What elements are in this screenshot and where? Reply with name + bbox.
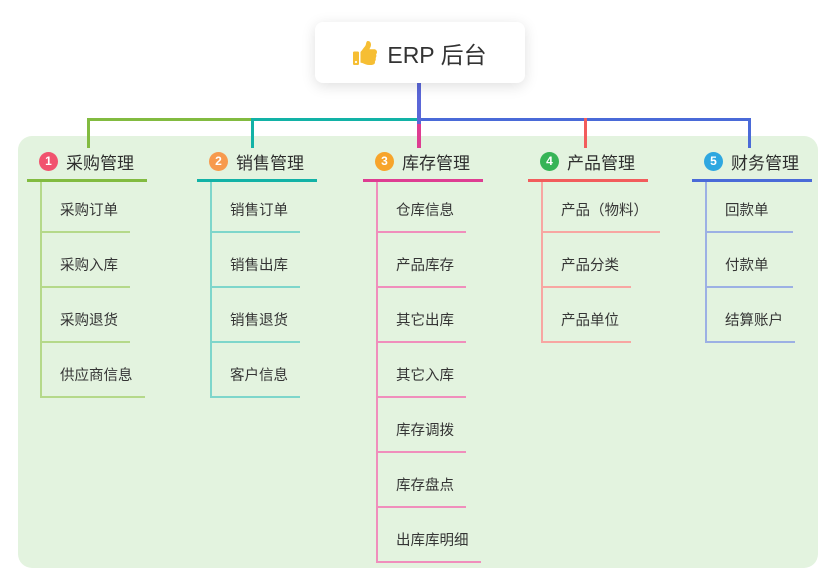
child-label: 客户信息 <box>230 368 288 384</box>
connector-drop-product <box>584 118 587 148</box>
child-node[interactable]: 销售出库 <box>212 233 300 288</box>
branch-inventory-children: 仓库信息 产品库存 其它出库 其它入库 库存调拨 库存盘点 出库库明细 <box>376 182 483 563</box>
branch-number-badge: 3 <box>375 152 394 171</box>
branch-product-children: 产品（物料） 产品分类 产品单位 <box>541 182 660 343</box>
branch-product-node[interactable]: 4 产品管理 <box>528 147 648 182</box>
child-node[interactable]: 销售退货 <box>212 288 300 343</box>
branch-procurement: 1 采购管理 采购订单 采购入库 采购退货 供应商信息 <box>27 147 147 398</box>
child-node[interactable]: 仓库信息 <box>378 182 466 233</box>
branch-title: 财务管理 <box>731 154 799 173</box>
connector-drop-finance <box>748 118 751 148</box>
child-node[interactable]: 其它出库 <box>378 288 466 343</box>
branch-sales: 2 销售管理 销售订单 销售出库 销售退货 客户信息 <box>197 147 317 398</box>
branch-inventory-node[interactable]: 3 库存管理 <box>363 147 483 182</box>
child-node[interactable]: 出库库明细 <box>378 508 481 563</box>
child-node[interactable]: 采购入库 <box>42 233 130 288</box>
branch-finance-children: 回款单 付款单 结算账户 <box>705 182 812 343</box>
child-label: 其它入库 <box>396 368 454 384</box>
branch-title: 库存管理 <box>402 154 470 173</box>
child-label: 销售退货 <box>230 313 288 329</box>
child-node[interactable]: 其它入库 <box>378 343 466 398</box>
branch-number-badge: 4 <box>540 152 559 171</box>
branch-sales-children: 销售订单 销售出库 销售退货 客户信息 <box>210 182 317 398</box>
child-label: 库存盘点 <box>396 478 454 494</box>
branch-title: 产品管理 <box>567 154 635 173</box>
branch-procurement-children: 采购订单 采购入库 采购退货 供应商信息 <box>40 182 147 398</box>
child-label: 库存调拨 <box>396 423 454 439</box>
child-node[interactable]: 采购订单 <box>42 182 130 233</box>
child-label: 销售订单 <box>230 203 288 219</box>
child-label: 产品分类 <box>561 258 619 274</box>
child-node[interactable]: 回款单 <box>707 182 793 233</box>
child-label: 供应商信息 <box>60 368 133 384</box>
child-label: 付款单 <box>725 258 769 274</box>
branch-title: 销售管理 <box>236 154 304 173</box>
branch-number-badge: 5 <box>704 152 723 171</box>
child-node[interactable]: 库存盘点 <box>378 453 466 508</box>
connector-bus-mid <box>253 118 419 121</box>
thumbs-up-icon <box>353 40 378 65</box>
connector-bus-left <box>87 118 253 121</box>
branch-number-badge: 1 <box>39 152 58 171</box>
child-node[interactable]: 采购退货 <box>42 288 130 343</box>
child-node[interactable]: 产品单位 <box>543 288 631 343</box>
branch-product: 4 产品管理 产品（物料） 产品分类 产品单位 <box>528 147 660 343</box>
root-node[interactable]: ERP 后台 <box>315 22 525 83</box>
child-label: 采购退货 <box>60 313 118 329</box>
child-node[interactable]: 产品（物料） <box>543 182 660 233</box>
child-node[interactable]: 供应商信息 <box>42 343 145 398</box>
child-label: 结算账户 <box>725 313 783 329</box>
branch-title: 采购管理 <box>66 154 134 173</box>
child-node[interactable]: 库存调拨 <box>378 398 466 453</box>
connector-drop-procurement <box>87 118 90 148</box>
branch-inventory: 3 库存管理 仓库信息 产品库存 其它出库 其它入库 库存调拨 库存盘点 出库库… <box>363 147 483 563</box>
branch-procurement-node[interactable]: 1 采购管理 <box>27 147 147 182</box>
mindmap-panel <box>18 136 818 568</box>
child-label: 产品库存 <box>396 258 454 274</box>
child-label: 仓库信息 <box>396 203 454 219</box>
branch-finance-node[interactable]: 5 财务管理 <box>692 147 812 182</box>
connector-root-line <box>417 83 421 124</box>
child-label: 出库库明细 <box>396 533 469 549</box>
child-node[interactable]: 产品分类 <box>543 233 631 288</box>
child-label: 其它出库 <box>396 313 454 329</box>
branch-finance: 5 财务管理 回款单 付款单 结算账户 <box>692 147 812 343</box>
child-node[interactable]: 结算账户 <box>707 288 795 343</box>
child-label: 回款单 <box>725 203 769 219</box>
child-label: 产品（物料） <box>561 203 648 219</box>
branch-number-badge: 2 <box>209 152 228 171</box>
child-label: 采购入库 <box>60 258 118 274</box>
connector-drop-sales <box>251 118 254 148</box>
child-node[interactable]: 销售订单 <box>212 182 300 233</box>
child-label: 采购订单 <box>60 203 118 219</box>
root-title: ERP 后台 <box>387 41 487 68</box>
child-node[interactable]: 付款单 <box>707 233 793 288</box>
child-node[interactable]: 客户信息 <box>212 343 300 398</box>
branch-sales-node[interactable]: 2 销售管理 <box>197 147 317 182</box>
child-label: 销售出库 <box>230 258 288 274</box>
child-label: 产品单位 <box>561 313 619 329</box>
connector-drop-inventory <box>417 121 421 148</box>
child-node[interactable]: 产品库存 <box>378 233 466 288</box>
